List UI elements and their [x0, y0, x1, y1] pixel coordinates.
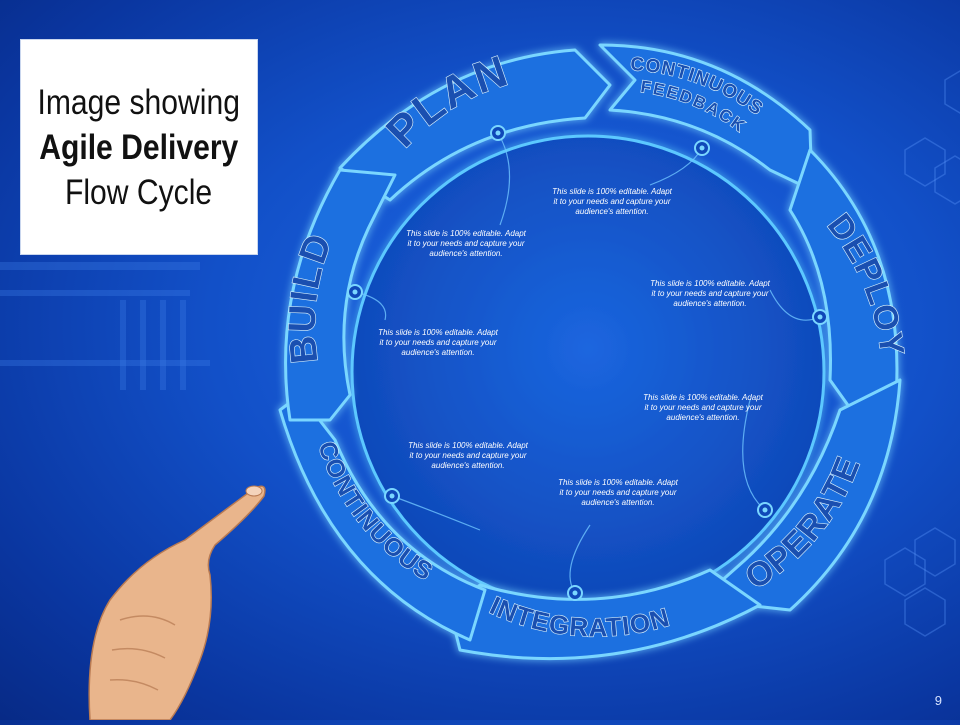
note-text: This slide is 100% editable. Adapt it to… — [643, 393, 763, 422]
segment-integration — [448, 568, 762, 661]
hexagon-pattern — [884, 70, 960, 637]
page-number: 9 — [934, 693, 942, 708]
title-line-3: Flow Cycle — [65, 172, 213, 212]
segment-continuous — [278, 393, 487, 642]
segment-build — [284, 168, 397, 422]
note-text: This slide is 100% editable. Adapt it to… — [650, 279, 770, 308]
note-text: This slide is 100% editable. Adapt it to… — [406, 229, 526, 258]
title-box: Image showing Agile Delivery Flow Cycle — [20, 39, 258, 255]
title-line-1: Image showing — [37, 82, 241, 122]
note-text: This slide is 100% editable. Adapt it to… — [558, 478, 678, 507]
node-markers — [347, 125, 828, 601]
title-line-2: Agile Delivery — [39, 127, 239, 167]
background-bars — [0, 262, 210, 390]
ring-segments — [278, 43, 902, 661]
pointing-hand-image — [88, 485, 266, 721]
note-text: This slide is 100% editable. Adapt it to… — [408, 441, 528, 470]
note-text: This slide is 100% editable. Adapt it to… — [552, 187, 672, 216]
node-marker-centers — [352, 130, 823, 596]
note-text: This slide is 100% editable. Adapt it to… — [378, 328, 498, 357]
segment-operate — [698, 378, 902, 612]
segment-plan — [338, 48, 612, 202]
